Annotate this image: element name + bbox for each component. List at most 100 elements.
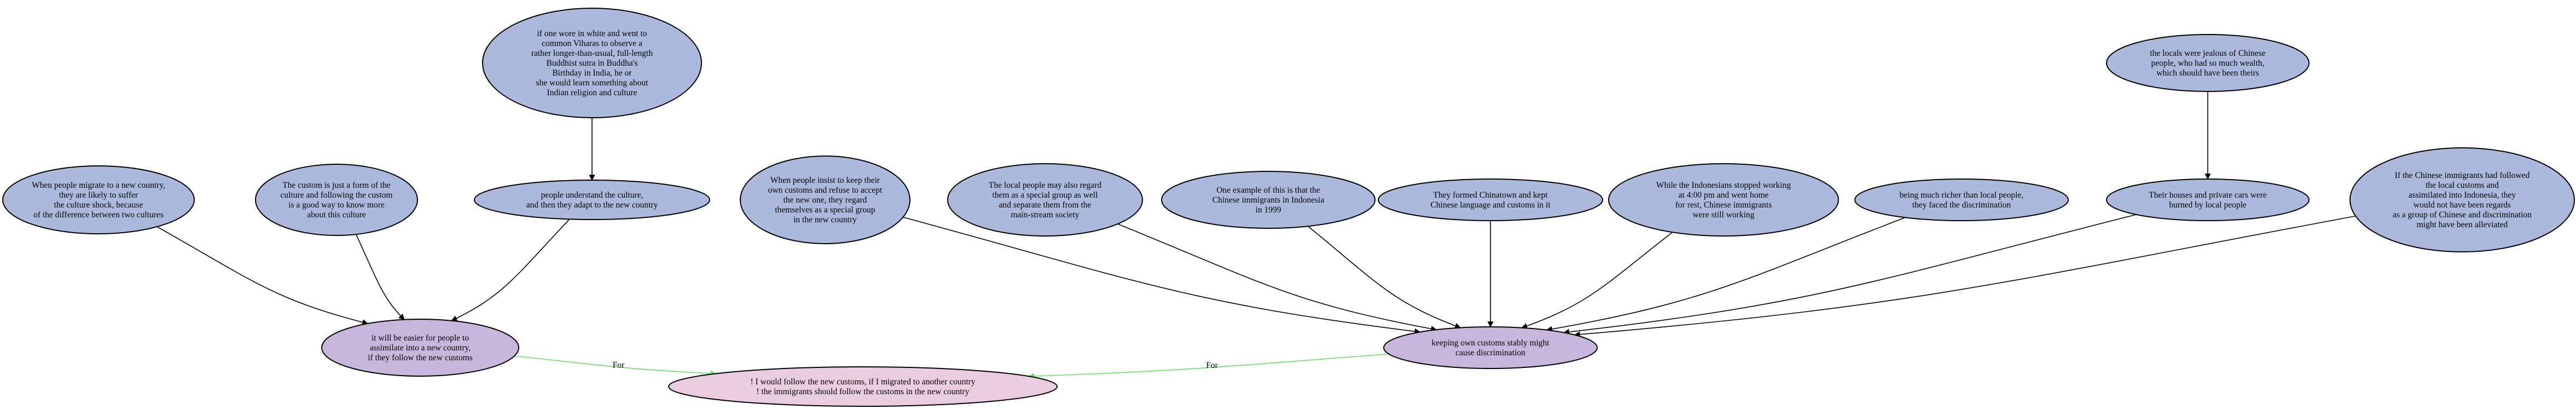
node-text-line: the culture shock, because <box>54 200 143 210</box>
node-text-line: if they follow the new customs <box>368 353 473 362</box>
node-ellipse <box>321 319 519 377</box>
edge-path <box>1574 215 2356 338</box>
node-text-line: While the Indonesians stopped working <box>1656 181 1791 190</box>
node-text-line: they faced the discrimination <box>1912 200 2011 210</box>
edge-path <box>1028 353 1389 379</box>
node-text-line: Chinese immigrants in Indonesia <box>1212 195 1325 205</box>
node-text-line: Chinese language and customs in it <box>1430 200 1551 210</box>
node-text-line: she would learn something about <box>536 78 649 88</box>
node-text-line: The local people may also regard <box>989 181 1101 190</box>
node-text-line: the locals were jealous of Chinese <box>2150 49 2265 58</box>
node-text-line: If the Chinese immigrants had followed <box>2395 171 2530 180</box>
edge-path <box>1546 217 1906 332</box>
node-text-line: which should have been theirs <box>2156 68 2259 78</box>
edge-path <box>156 226 369 325</box>
node-text-line: When people migrate to a new country, <box>32 181 165 190</box>
support-edge-easier-to-conclusion: For <box>514 355 717 377</box>
edge-richer-to-keeping <box>1546 217 1906 332</box>
node-ellipse <box>482 8 702 118</box>
node-ellipse <box>1608 163 1839 237</box>
node-text-line: own customs and refuse to accept <box>768 186 883 195</box>
edge-path <box>903 216 1421 335</box>
node-text-line: the local customs and <box>2426 181 2499 190</box>
node-text-line: at 4:00 pm and went home <box>1679 191 1769 200</box>
edges-layer: For For <box>156 91 2356 379</box>
node-text-line: were still working <box>1693 210 1755 220</box>
node-text-line: is a good way to know more <box>288 200 385 210</box>
node-ellipse <box>1378 178 1603 221</box>
node-text-line: rather longer-than-usual, full-length <box>531 49 653 58</box>
node-text-line: keeping own customs stably might <box>1431 338 1550 348</box>
node-ellipse <box>2 165 195 234</box>
node-text-line: ! the immigrants should follow the custo… <box>756 387 969 396</box>
node-text-line: and then they adapt to the new country <box>526 200 658 210</box>
node-ellipse <box>947 163 1143 237</box>
edge-path <box>451 218 570 321</box>
edge-local-regard-to-keeping <box>1117 223 1437 332</box>
node-text-line: about this culture <box>307 210 366 220</box>
edge-if-followed-to-keeping <box>1574 215 2356 338</box>
edge-insist-to-keeping <box>903 216 1421 335</box>
edge-label-for: For <box>1206 361 1218 370</box>
edge-migrate-to-easier <box>156 226 369 325</box>
node-text-line: might have been alleviated <box>2417 220 2508 229</box>
node-ellipse <box>668 366 1058 407</box>
node-text-line: They formed Chinatown and kept <box>1433 191 1548 200</box>
edge-path <box>514 355 717 377</box>
node-text-line: ! I would follow the new customs, if I m… <box>750 377 975 387</box>
node-ellipse <box>1161 171 1376 229</box>
edge-label-for: For <box>613 360 625 370</box>
edge-stopped-to-keeping <box>1521 232 1673 329</box>
node-ellipse <box>2106 178 2310 221</box>
edge-custom-form-to-easier <box>356 234 405 320</box>
edge-example-to-keeping <box>1308 226 1461 329</box>
node-ellipse <box>255 164 418 236</box>
node-text-line: in the new country <box>793 215 857 224</box>
premise-node-custom-form: The custom is just a form of theculture … <box>255 164 418 236</box>
premise-node-stopped: While the Indonesians stopped workingat … <box>1608 163 1839 237</box>
node-text-line: Buddhist sutra in Buddha's <box>547 59 638 68</box>
edge-path <box>1521 232 1673 329</box>
claim-node-easier: it will be easier for people toassimilat… <box>321 319 519 377</box>
premise-node-houses: Their houses and private cars wereburned… <box>2106 178 2310 221</box>
support-edge-keeping-to-conclusion: For <box>1028 353 1389 379</box>
node-text-line: as a group of Chinese and discrimination <box>2393 210 2532 220</box>
node-ellipse <box>2106 34 2310 92</box>
node-text-line: burned by local people <box>2169 200 2247 210</box>
node-text-line: it will be easier for people to <box>372 333 469 343</box>
edge-path <box>1563 214 2137 335</box>
edge-path <box>1308 226 1461 329</box>
premise-node-jealous: the locals were jealous of Chinesepeople… <box>2106 34 2310 92</box>
premise-node-understand: people understand the culture,and then t… <box>474 180 710 220</box>
node-text-line: people, who had so much wealth, <box>2151 59 2264 68</box>
node-text-line: for rest, Chinese immigrants <box>1675 200 1772 210</box>
node-text-line: assimilated into Indonesia, they <box>2409 191 2516 200</box>
premise-node-migrate: When people migrate to a new country, the… <box>2 165 195 234</box>
node-ellipse <box>2349 147 2575 252</box>
edge-understand-to-easier <box>451 218 570 321</box>
node-text-line: them as a special group as well <box>993 191 1098 200</box>
node-text-line: The custom is just a form of the <box>282 181 391 190</box>
node-text-line: Their houses and private cars were <box>2149 191 2267 200</box>
node-ellipse <box>1383 326 1598 369</box>
node-ellipse <box>740 155 910 244</box>
premise-node-richer: being much richer than local people,they… <box>1854 178 2069 221</box>
node-ellipse <box>474 180 710 220</box>
conclusion-node-conclusion: ! I would follow the new customs, if I m… <box>668 366 1058 407</box>
node-text-line: assimilate into a new country, <box>370 343 471 353</box>
node-text-line: Birthday in India, he or <box>552 68 632 78</box>
premise-node-if-followed: If the Chinese immigrants had followedth… <box>2349 147 2575 252</box>
node-text-line: if one wore in white and went to <box>537 29 647 38</box>
node-ellipse <box>1854 178 2069 221</box>
node-text-line: common Viharas to observe a <box>542 39 642 48</box>
edge-path <box>1117 223 1437 332</box>
node-text-line: themselves as a special group <box>775 205 875 215</box>
node-text-line: the new one, they regard <box>784 195 867 205</box>
